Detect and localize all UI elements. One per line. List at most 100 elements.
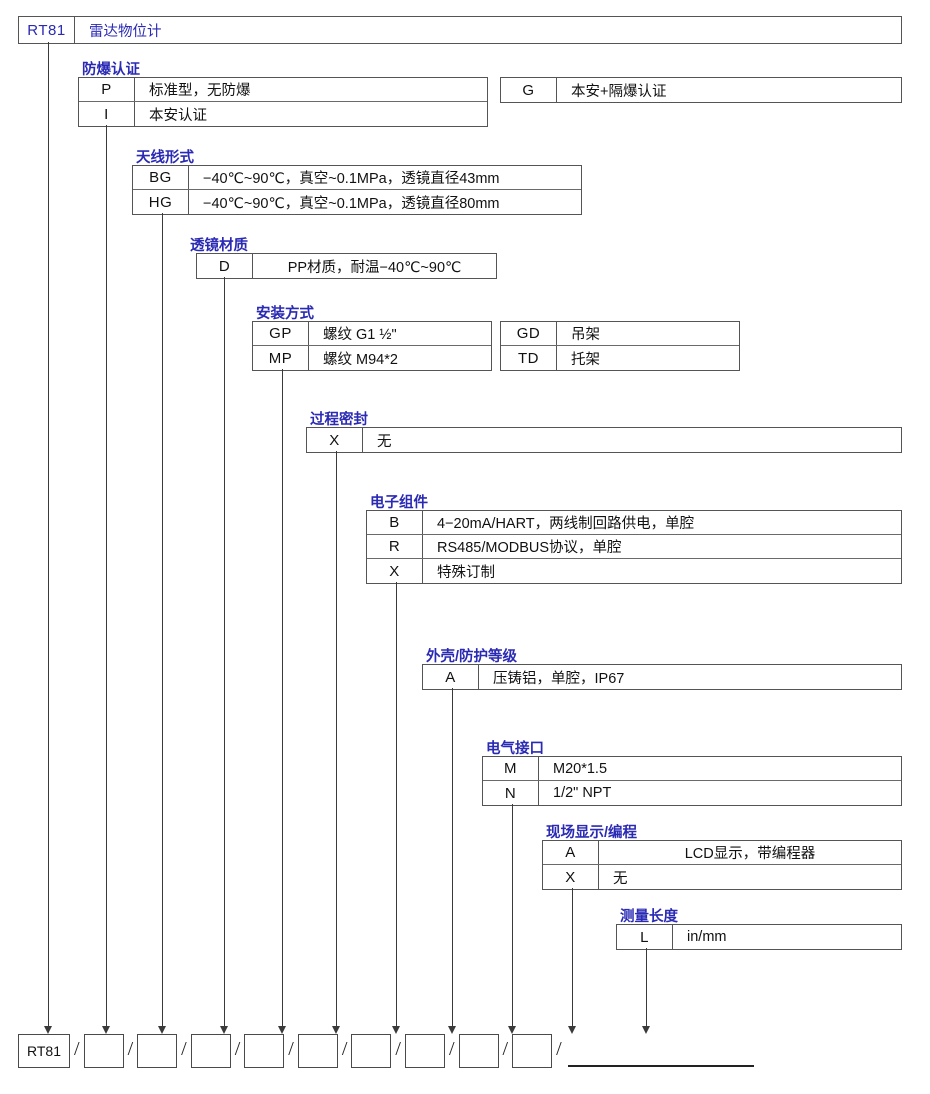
row-code: X — [307, 428, 363, 452]
row-desc: 本安+隔爆认证 — [571, 83, 667, 100]
connector-line-lens-material — [224, 277, 225, 1028]
order-code-separator: / — [556, 1038, 562, 1060]
table-row: X 特殊订制 — [367, 559, 901, 583]
table-row: A 压铸铝，单腔，IP67 — [423, 665, 901, 689]
table-row: HG −40℃~90℃，真空~0.1MPa，透镜直径80mm — [133, 190, 581, 214]
connector-line-electrical-interface — [512, 804, 513, 1028]
table-mounting-right: GD 吊架 TD 托架 — [500, 321, 740, 371]
row-desc: 4−20mA/HART，两线制回路供电，单腔 — [437, 516, 695, 532]
order-code-box-5[interactable] — [297, 1034, 338, 1068]
row-code: A — [423, 665, 479, 689]
heading-antenna-type: 天线形式 — [136, 150, 194, 166]
table-row: B 4−20mA/HART，两线制回路供电，单腔 — [367, 511, 901, 535]
connector-line-antenna-type — [162, 213, 163, 1028]
row-code: N — [483, 781, 539, 805]
row-desc: 无 — [377, 433, 392, 450]
table-row: I 本安认证 — [79, 102, 487, 126]
order-code-separator: / — [181, 1038, 187, 1060]
order-code-separator: / — [234, 1038, 241, 1060]
title-code: RT81 — [19, 17, 75, 43]
row-desc: RS485/MODBUS协议，单腔 — [437, 540, 622, 556]
row-desc: 托架 — [571, 351, 600, 368]
row-desc: 标准型，无防爆 — [149, 83, 251, 99]
connector-arrow-antenna-type — [157, 1026, 166, 1034]
table-row: TD 托架 — [501, 346, 739, 370]
heading-housing-protection: 外壳/防护等级 — [426, 649, 518, 665]
table-local-display: A LCD显示，带编程器 X 无 — [542, 840, 902, 890]
connector-arrow-housing-protection — [447, 1026, 456, 1034]
order-code-separator: / — [288, 1038, 294, 1060]
row-code: GP — [253, 322, 309, 345]
order-code-separator: / — [502, 1038, 509, 1060]
order-code-blank-field[interactable] — [567, 1035, 754, 1067]
row-desc: 1/2" NPT — [553, 785, 612, 801]
row-code: HG — [133, 190, 189, 214]
table-row: M M20*1.5 — [483, 757, 901, 781]
order-code-model-box: RT81 — [18, 1034, 70, 1068]
row-desc: 吊架 — [571, 327, 600, 343]
row-code: BG — [133, 166, 189, 189]
row-code: X — [367, 559, 423, 583]
table-row: GD 吊架 — [501, 322, 739, 346]
row-desc: 无 — [613, 870, 628, 887]
order-code-box-2[interactable] — [137, 1034, 178, 1068]
table-row: A LCD显示，带编程器 — [543, 841, 901, 865]
order-code-box-8[interactable] — [458, 1034, 499, 1068]
table-row: D PP材质，耐温−40℃~90℃ — [197, 254, 496, 278]
table-row: G 本安+隔爆认证 — [501, 78, 901, 102]
order-code-box-3[interactable] — [190, 1034, 231, 1068]
table-process-seal: X 无 — [306, 427, 902, 453]
heading-electrical-interface: 电气接口 — [486, 741, 544, 757]
connector-arrow-mounting — [277, 1026, 286, 1034]
connector-arrow-electrical-interface — [507, 1026, 516, 1034]
row-code: P — [79, 78, 135, 101]
connector-line-mounting — [282, 369, 283, 1028]
heading-explosion-proof: 防爆认证 — [82, 62, 140, 78]
heading-electronics: 电子组件 — [370, 495, 428, 511]
row-code: B — [367, 511, 423, 534]
row-code: TD — [501, 346, 557, 370]
order-code-box-4[interactable] — [244, 1034, 285, 1068]
row-desc: 本安认证 — [149, 107, 207, 124]
table-electronics: B 4−20mA/HART，两线制回路供电，单腔 R RS485/MODBUS协… — [366, 510, 902, 584]
row-desc: 压铸铝，单腔，IP67 — [493, 670, 625, 687]
order-code-separator: / — [74, 1038, 80, 1060]
connector-line-process-seal — [336, 451, 337, 1028]
row-desc: PP材质，耐温−40℃~90℃ — [287, 259, 462, 276]
table-row: N 1/2" NPT — [483, 781, 901, 805]
connector-arrow-process-seal — [331, 1026, 340, 1034]
heading-lens-material: 透镜材质 — [190, 238, 248, 254]
row-code: X — [543, 865, 599, 889]
connector-arrow-local-display — [567, 1026, 576, 1034]
order-code-box-9[interactable] — [512, 1034, 553, 1068]
connector-line-local-display — [572, 888, 573, 1028]
order-code-box-1[interactable] — [83, 1034, 124, 1068]
row-code: M — [483, 757, 539, 780]
row-code: A — [543, 841, 599, 864]
order-code-separator: / — [448, 1038, 455, 1060]
table-housing-protection: A 压铸铝，单腔，IP67 — [422, 664, 902, 690]
order-code-separator: / — [127, 1038, 134, 1060]
row-code: MP — [253, 346, 309, 370]
table-row: L in/mm — [617, 925, 901, 949]
connector-line-electronics — [396, 582, 397, 1028]
order-code-box-7[interactable] — [404, 1034, 445, 1068]
connector-arrow-electronics — [391, 1026, 400, 1034]
table-row: RT81 雷达物位计 — [19, 17, 901, 43]
row-code: GD — [501, 322, 557, 345]
row-desc: 特殊订制 — [437, 564, 495, 581]
connector-line-explosion-proof — [106, 125, 107, 1028]
row-code: G — [501, 78, 557, 102]
order-code-box-6[interactable] — [351, 1034, 392, 1068]
table-antenna-type: BG −40℃~90℃，真空~0.1MPa，透镜直径43mm HG −40℃~9… — [132, 165, 582, 215]
table-mounting: GP 螺纹 G1 ½" MP 螺纹 M94*2 — [252, 321, 492, 371]
row-desc: −40℃~90℃，真空~0.1MPa，透镜直径80mm — [203, 195, 500, 212]
row-desc: in/mm — [687, 929, 727, 945]
row-code: L — [617, 925, 673, 949]
table-measuring-length: L in/mm — [616, 924, 902, 950]
heading-measuring-length: 测量长度 — [620, 909, 678, 925]
connector-arrow-title — [43, 1026, 52, 1034]
row-desc: −40℃~90℃，真空~0.1MPa，透镜直径43mm — [203, 171, 500, 187]
title-name: 雷达物位计 — [89, 23, 162, 40]
